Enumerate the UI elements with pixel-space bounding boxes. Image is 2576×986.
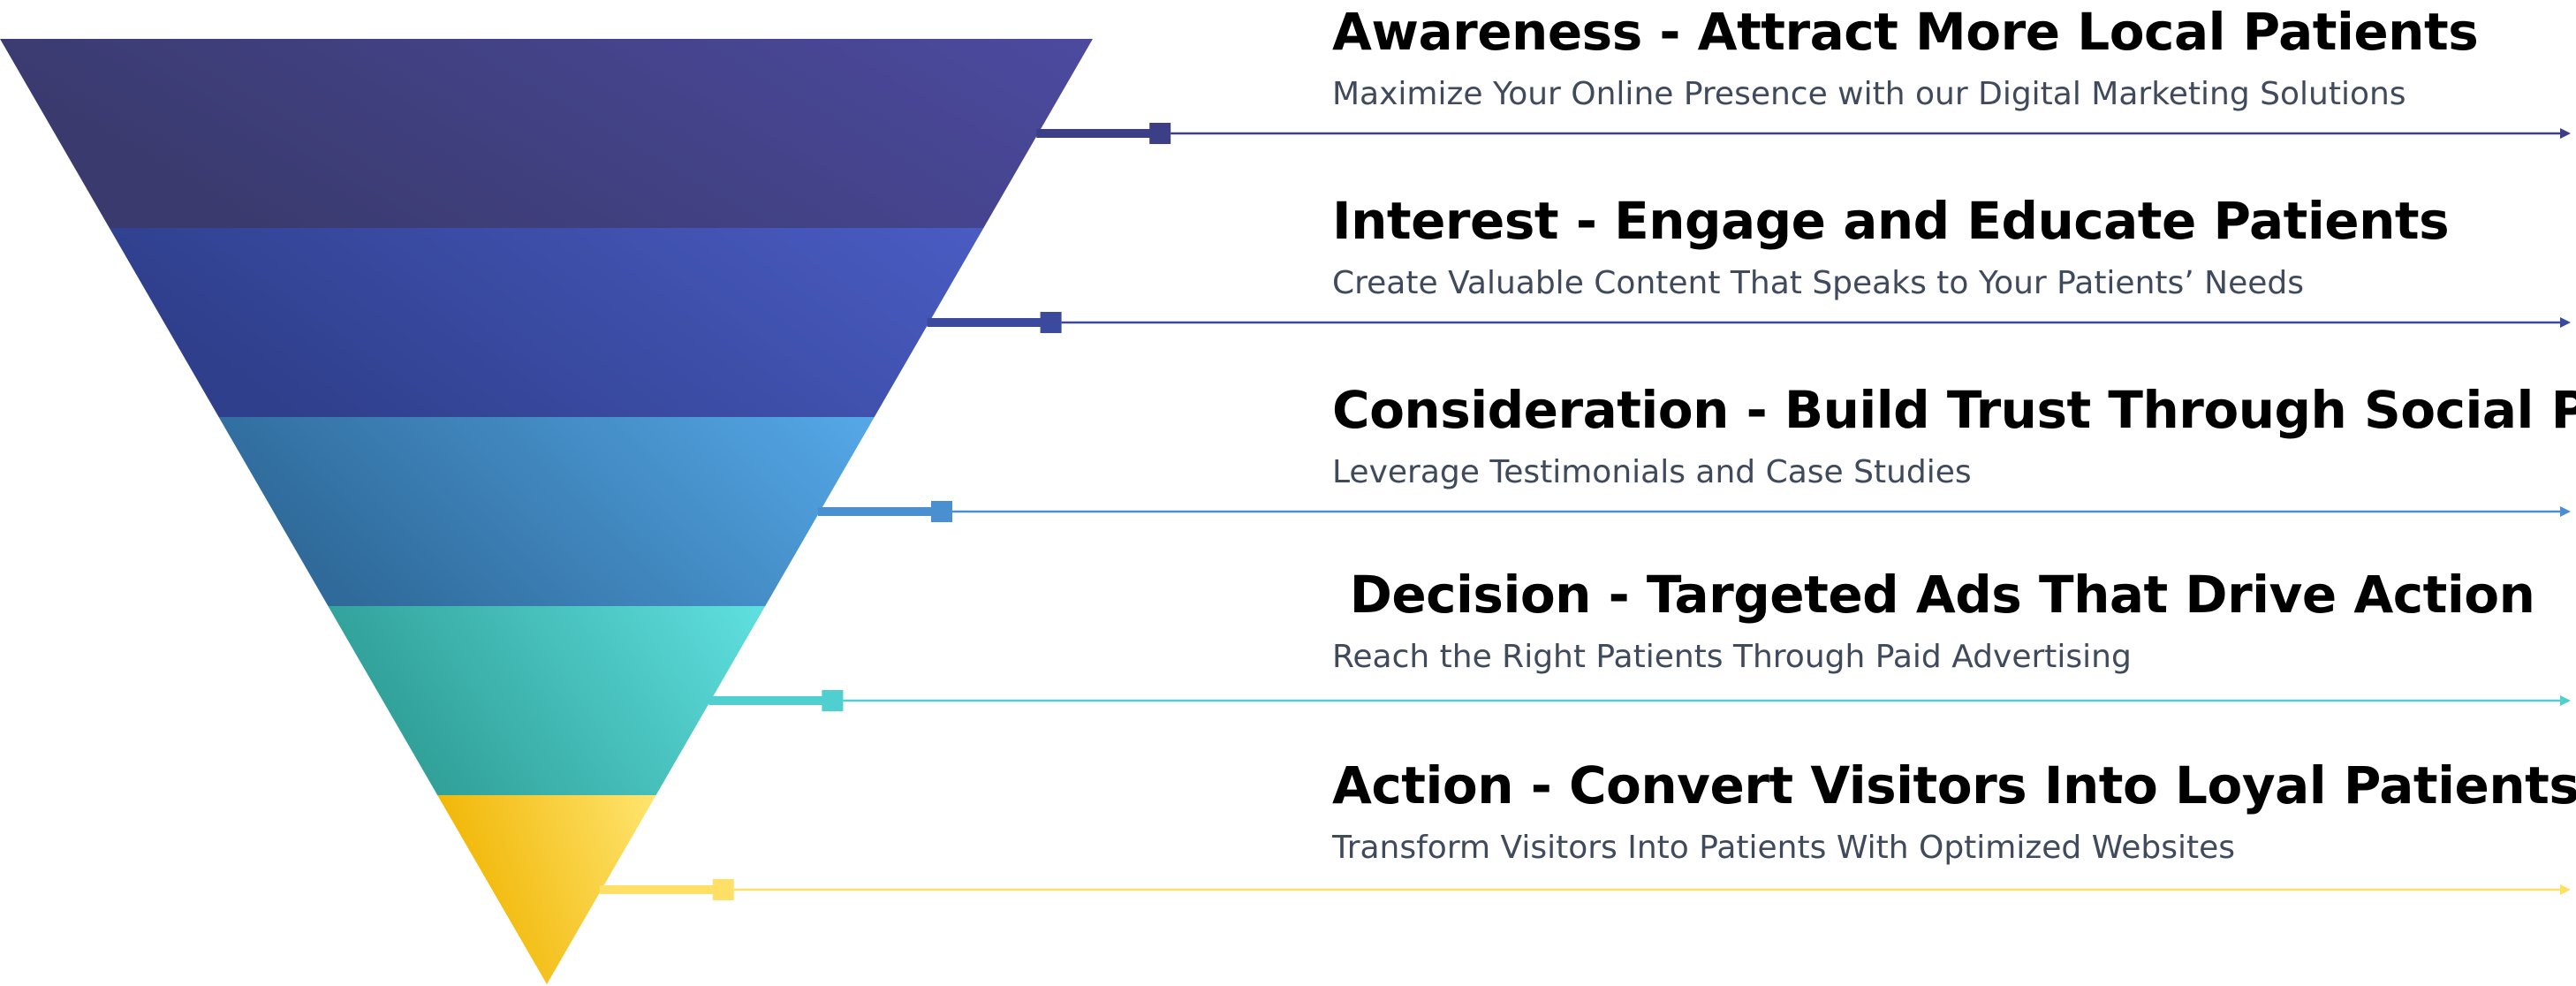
stage-title-interest: Interest - Engage and Educate Patients [1332, 191, 2450, 251]
stage-interest: Interest - Engage and Educate Patients C… [1332, 189, 2569, 304]
stage-subtitle-interest: Create Valuable Content That Speaks to Y… [1332, 265, 2304, 301]
stage-consideration: Consideration - Build Trust Through Soci… [1332, 378, 2576, 493]
connector-marker-action [712, 879, 734, 900]
arrowhead-icon [2560, 317, 2571, 328]
funnel-band-awareness [0, 39, 1093, 228]
connector-marker-consideration [931, 501, 952, 522]
connector-marker-decision [822, 690, 844, 711]
funnel-band-interest [109, 228, 984, 417]
stage-subtitle-consideration: Leverage Testimonials and Case Studies [1332, 454, 1972, 490]
funnel-band-decision [328, 606, 766, 795]
connector-marker-awareness [1149, 123, 1171, 144]
connector-action [599, 879, 2571, 900]
stage-title-consideration: Consideration - Build Trust Through Soci… [1332, 380, 2576, 440]
funnel-band-consideration [218, 417, 875, 606]
stage-title-action: Action - Convert Visitors Into Loyal Pat… [1332, 755, 2576, 815]
stage-awareness: Awareness - Attract More Local Patients … [1332, 0, 2569, 115]
funnel-band-action [437, 795, 656, 984]
funnel-connectors [599, 123, 2571, 900]
stage-action: Action - Convert Visitors Into Loyal Pat… [1332, 754, 2576, 868]
stage-title-decision: Decision - Targeted Ads That Drive Actio… [1332, 565, 2535, 625]
arrowhead-icon [2560, 695, 2571, 706]
connector-interest [927, 312, 2571, 333]
arrowhead-icon [2560, 884, 2571, 895]
stage-subtitle-awareness: Maximize Your Online Presence with our D… [1332, 76, 2406, 112]
stage-subtitle-action: Transform Visitors Into Patients With Op… [1332, 830, 2235, 866]
arrowhead-icon [2560, 128, 2571, 139]
stage-title-awareness: Awareness - Attract More Local Patients [1332, 2, 2479, 62]
stage-decision: Decision - Targeted Ads That Drive Actio… [1332, 563, 2569, 678]
connector-awareness [1036, 123, 2571, 144]
connector-marker-interest [1040, 312, 1062, 333]
funnel-bands [0, 39, 1093, 984]
arrowhead-icon [2560, 506, 2571, 517]
stage-subtitle-decision: Reach the Right Patients Through Paid Ad… [1332, 639, 2132, 675]
connector-decision [708, 690, 2571, 711]
connector-consideration [818, 501, 2571, 522]
